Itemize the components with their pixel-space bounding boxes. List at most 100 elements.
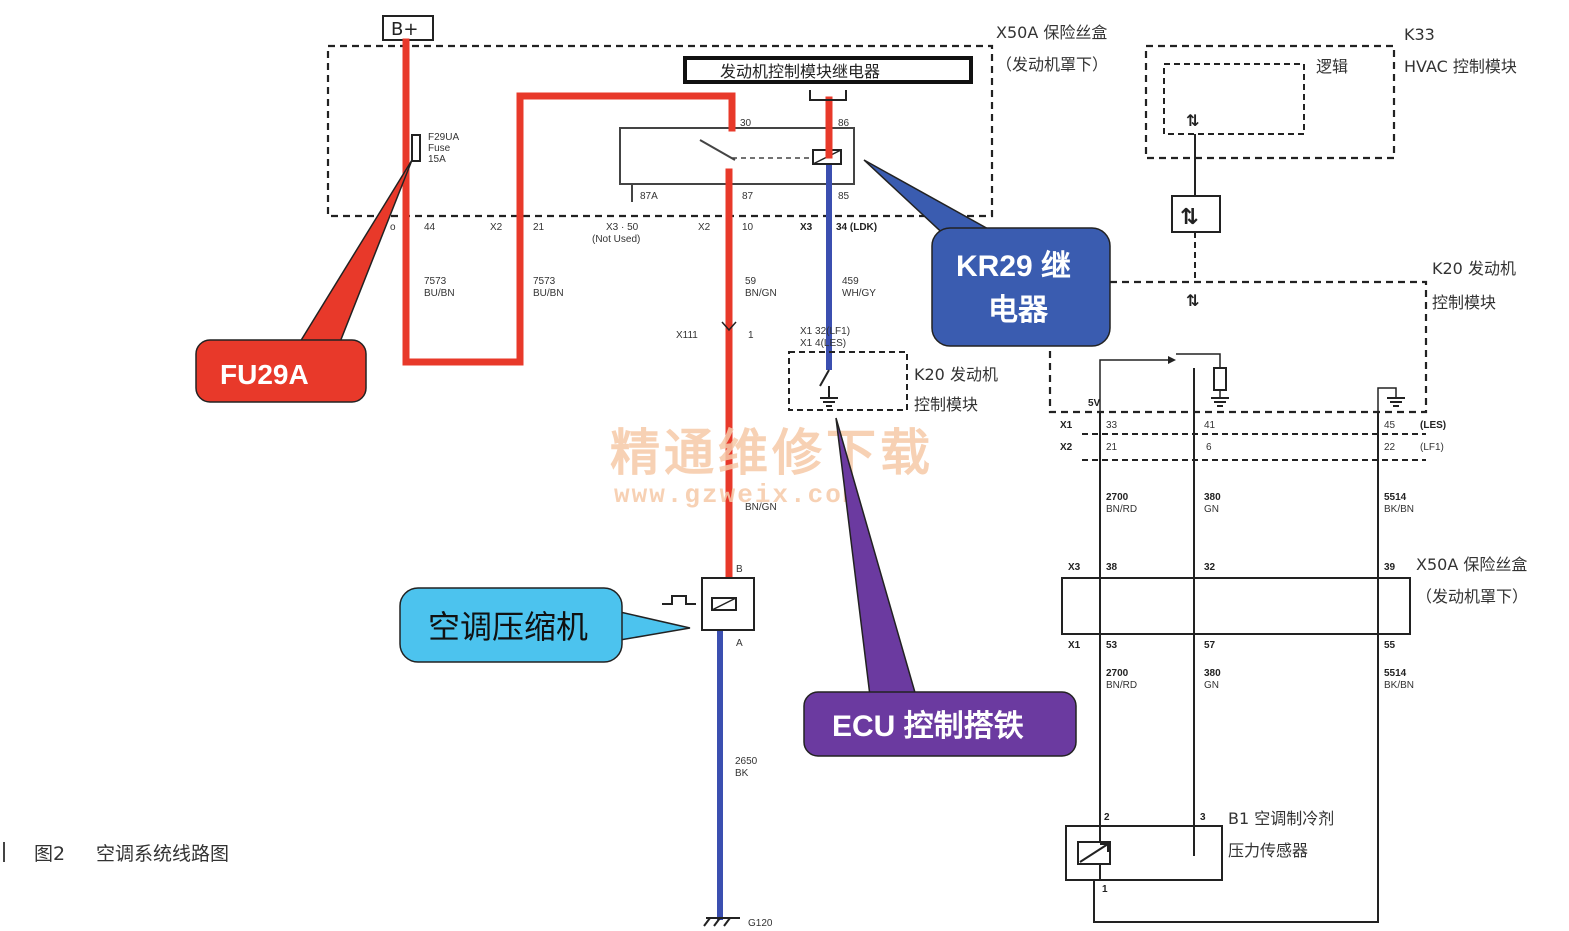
relay-pin-87a: 87A: [640, 191, 658, 202]
fuse-box-top-sub: （发动机罩下）: [996, 55, 1108, 74]
r-wire-a-num: 2700: [1106, 492, 1129, 503]
wire2-num: 7573: [533, 276, 556, 287]
fuse-box-right-name: X50A 保险丝盒: [1416, 555, 1527, 574]
connector-21: 21: [533, 222, 545, 233]
battery-label: B+: [391, 19, 418, 40]
callout-ecu: [803, 691, 1077, 757]
k33-hvac-module: [1144, 44, 1396, 160]
wire4-col: WH/GY: [842, 288, 876, 299]
k33-logic-box: [1163, 63, 1305, 135]
k20-small-ground-icon: [820, 397, 838, 407]
k20r-x2: X2: [1060, 442, 1073, 453]
callout-compressor: [399, 587, 623, 663]
wire5-col: BN/GN: [745, 502, 777, 513]
relay-pin-87: 87: [742, 191, 754, 202]
fuse-box-x50a-right: [1061, 577, 1411, 635]
x111-label: X111: [676, 330, 698, 341]
wire-5514: [1093, 412, 1379, 923]
callout-kr29: [931, 227, 1111, 347]
k20-small-name2: 控制模块: [914, 395, 978, 414]
k20r-p33: 33: [1106, 420, 1118, 431]
watermark-url: www.gzweix.com: [614, 480, 860, 510]
fuse-line1: F29UA: [428, 132, 459, 143]
relay-pin-85: 85: [838, 191, 850, 202]
wire1-num: 7573: [424, 276, 447, 287]
caption-title: 空调系统线路图: [96, 843, 229, 865]
k20-arrows-icon: ⇅: [1186, 291, 1199, 310]
relay-pin-30: 30: [740, 118, 752, 129]
compressor-clutch-icon: [662, 595, 696, 605]
r-wire-c-col-2: BK/BN: [1384, 680, 1414, 691]
callout-kr29-text1: KR29 继: [956, 250, 1071, 283]
serial-data-arrows-icon: ⇅: [1180, 205, 1198, 230]
fuse-box-right-sub: （发动机罩下）: [1416, 587, 1528, 606]
relay-title-box: [683, 56, 973, 84]
k20r-p21: 21: [1106, 442, 1118, 453]
red-wire-fused-loop: [402, 38, 736, 366]
callout-kr29-text2: 电器: [988, 294, 1049, 327]
pullup-resistor: [1213, 367, 1227, 391]
connector-x3-50: X3 · 50: [606, 222, 639, 233]
connector-c0: o: [390, 222, 396, 233]
x111-pin: 1: [748, 330, 754, 341]
fuse-line2: Fuse: [428, 143, 451, 154]
wire3-col: BN/GN: [745, 288, 777, 299]
k20r-p45: 45: [1384, 420, 1396, 431]
pullup-line: [1176, 353, 1221, 368]
connector-10: 10: [742, 222, 754, 233]
ground-g120-icon: [703, 917, 740, 927]
sensor-name2: 压力传感器: [1228, 841, 1308, 860]
k33-name: HVAC 控制模块: [1404, 57, 1517, 76]
fbr-p53: 53: [1106, 640, 1118, 651]
relay-switch-arm: [699, 139, 736, 161]
wire6-col: BK: [735, 768, 749, 779]
callout-fu29a: [195, 339, 367, 403]
fuse-box-x50a-top: [326, 44, 994, 218]
fbr-p39: 39: [1384, 562, 1396, 573]
compressor-pin-a: A: [736, 638, 743, 649]
relay-body: [619, 127, 855, 185]
connector-not-used: (Not Used): [592, 234, 640, 245]
fbr-p55: 55: [1384, 640, 1396, 651]
r-wire-a-col: BN/RD: [1106, 504, 1137, 515]
r-wire-a-col-2: BN/RD: [1106, 680, 1137, 691]
r-wire-b-num: 380: [1204, 492, 1221, 503]
callout-compressor-pointer: [619, 611, 691, 641]
low-ref-line: [1377, 387, 1397, 412]
ref-5v-line: [1099, 359, 1174, 412]
k20r-p41: 41: [1204, 420, 1216, 431]
fuse-line3: 15A: [428, 154, 446, 165]
fbr-p32: 32: [1204, 562, 1216, 573]
fbr-x1: X1: [1068, 640, 1081, 651]
k20r-x1: X1: [1060, 420, 1073, 431]
ref-5v-arrow-icon: [1168, 356, 1176, 364]
relay-86-connector: [809, 90, 847, 101]
fbr-x3: X3: [1068, 562, 1081, 573]
k20-right-module: [1048, 280, 1428, 414]
connector-x3: X3: [800, 222, 813, 233]
wire2-col: BU/BN: [533, 288, 564, 299]
connector-x2a: X2: [490, 222, 503, 233]
k20-small-pin2: X1 4(LES): [800, 338, 846, 349]
k20r-les: (LES): [1420, 420, 1446, 431]
k20-small-module: [788, 351, 908, 411]
fbr-p57: 57: [1204, 640, 1216, 651]
pressure-sensor-arrow: [1079, 843, 1109, 863]
k33-arrows-icon: ⇅: [1186, 111, 1199, 130]
r-wire-b-num-2: 380: [1204, 668, 1221, 679]
r-wire-c-num-2: 5514: [1384, 668, 1407, 679]
callout-compressor-text: 空调压缩机: [428, 608, 588, 646]
k33-code: K33: [1404, 25, 1435, 44]
k33-logic-label: 逻辑: [1316, 57, 1348, 76]
r-wire-a-num-2: 2700: [1106, 668, 1129, 679]
k20r-lf1: (LF1): [1420, 442, 1444, 453]
r-wire-b-col: GN: [1204, 504, 1219, 515]
connector-34-ldk: 34 (LDK): [836, 222, 877, 233]
relay-pin-86: 86: [838, 118, 850, 129]
callout-fu29a-pointer: [298, 159, 413, 343]
callout-ecu-text: ECU 控制搭铁: [832, 710, 1024, 743]
compressor-pin-b: B: [736, 564, 743, 575]
relay-title: 发动机控制模块继电器: [720, 62, 880, 81]
sensor-pin-3: 3: [1200, 812, 1206, 823]
